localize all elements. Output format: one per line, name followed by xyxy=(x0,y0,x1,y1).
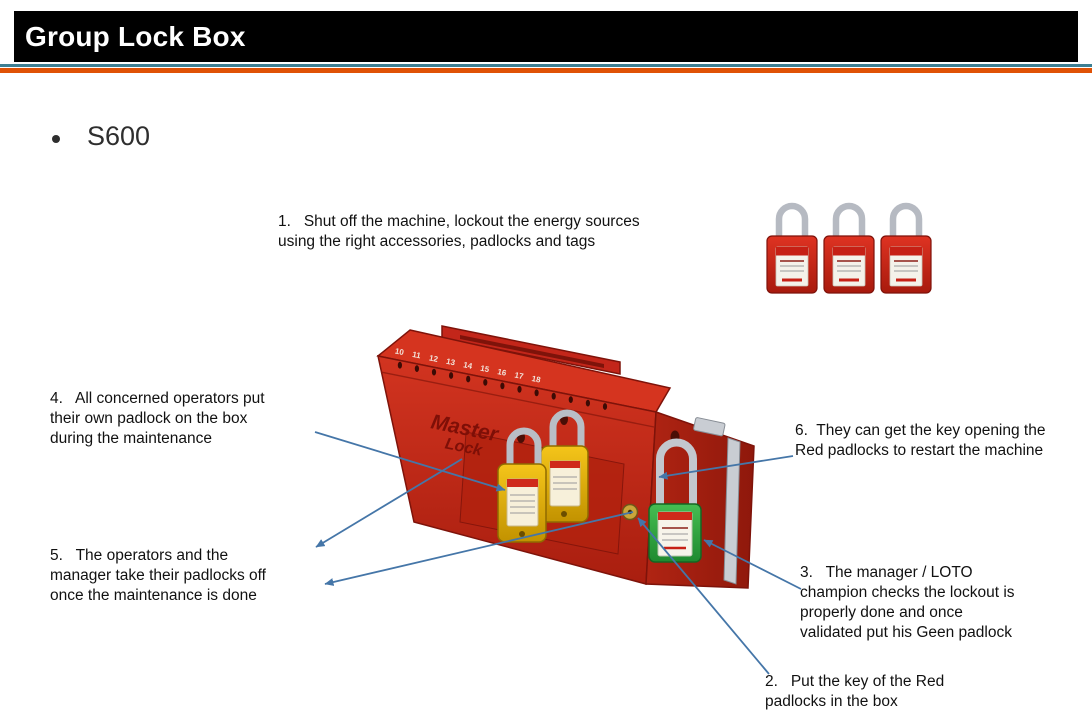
red-padlock-3 xyxy=(881,206,931,293)
svg-text:18: 18 xyxy=(531,374,542,385)
svg-text:14: 14 xyxy=(462,360,473,371)
svg-text:11: 11 xyxy=(411,350,422,361)
slot-numbers: 10 11 12 13 14 15 16 17 18 xyxy=(394,346,542,384)
group-lock-box-image: 10 11 12 13 14 15 16 17 18 Master Lock xyxy=(376,325,755,589)
lid-latch xyxy=(693,417,726,437)
step-5-text: 5. The operators and the manager take th… xyxy=(50,547,266,604)
slot-holes xyxy=(397,361,608,410)
svg-text:13: 13 xyxy=(445,357,456,368)
model-bullet-row: S600 xyxy=(52,121,150,152)
step-6-text: 6. They can get the key opening the Red … xyxy=(795,422,1046,459)
svg-text:16: 16 xyxy=(497,367,508,378)
red-padlock-2 xyxy=(824,206,874,293)
lid-seam xyxy=(380,371,655,428)
red-padlocks-image xyxy=(757,188,947,300)
svg-text:10: 10 xyxy=(394,346,405,357)
red-padlock-1 xyxy=(767,206,817,293)
step-3-text: 3. The manager / LOTO champion checks th… xyxy=(800,564,1015,641)
model-label: S600 xyxy=(87,121,151,151)
box-handle xyxy=(441,325,621,375)
svg-text:12: 12 xyxy=(428,353,439,364)
step-1-text: 1. Shut off the machine, lockout the ene… xyxy=(278,213,640,250)
step-4-text: 4. All concerned operators put their own… xyxy=(50,390,265,447)
step-2-text: 2. Put the key of the Red padlocks in th… xyxy=(765,673,945,710)
divider-teal xyxy=(0,64,1092,67)
svg-text:17: 17 xyxy=(514,371,525,382)
page-title: Group Lock Box xyxy=(25,20,246,52)
svg-text:15: 15 xyxy=(480,364,491,375)
bullet-dot xyxy=(52,134,60,143)
divider-orange xyxy=(0,68,1092,73)
key-cylinder xyxy=(621,503,639,521)
title-bar: Group Lock Box xyxy=(14,11,1078,62)
